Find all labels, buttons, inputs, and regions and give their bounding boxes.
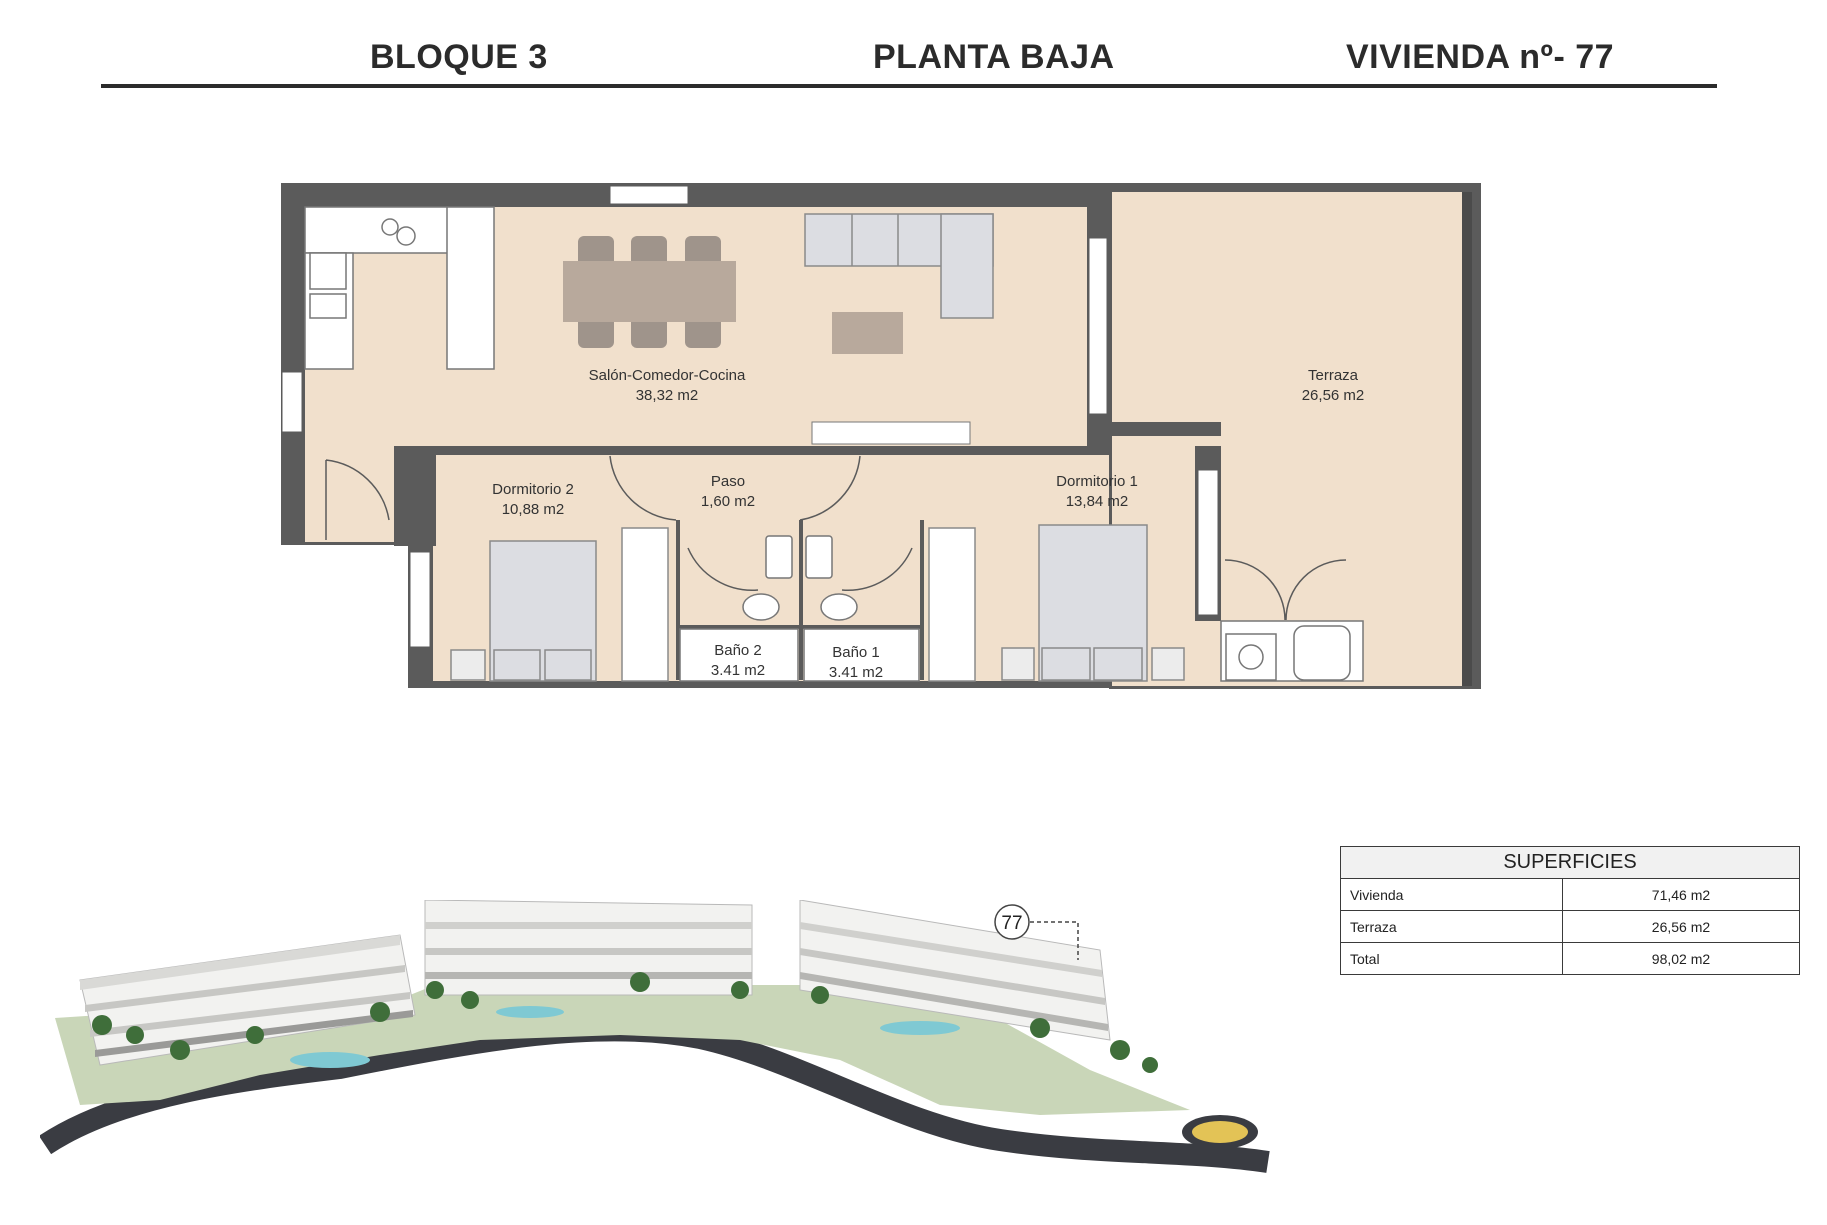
pool (290, 1052, 370, 1068)
room-area-bedroom2: 10,88 m2 (502, 501, 565, 518)
surfaces-table: SUPERFICIES Vivienda 71,46 m2 Terraza 26… (1340, 846, 1801, 975)
surfaces-title: SUPERFICIES (1340, 846, 1800, 879)
pool (880, 1021, 960, 1035)
surface-value: 71,46 m2 (1561, 878, 1801, 911)
palm-trees (92, 972, 1158, 1073)
table-row: Terraza 26,56 m2 (1340, 910, 1801, 943)
tv-unit (811, 421, 971, 445)
surface-label: Total (1340, 942, 1563, 975)
floor-plan: Salón-Comedor-Cocina 38,32 m2 Terraza 26… (281, 183, 1481, 689)
kitchen (304, 206, 495, 370)
building-middle (424, 900, 753, 996)
room-area-terrace: 26,56 m2 (1302, 387, 1365, 404)
room-area-bath2: 3.41 m2 (711, 662, 765, 679)
coffee-table (832, 312, 903, 354)
room-area-bedroom1: 13,84 m2 (1066, 493, 1129, 510)
aerial-view: 77 (40, 900, 1270, 1180)
unit-marker (994, 904, 1030, 940)
bedroom-1-furniture (928, 524, 1185, 682)
room-label-bath1: Baño 1 (832, 644, 880, 661)
room-area-living: 38,32 m2 (636, 387, 699, 404)
header-unit: VIVIENDA nº- 77 (1346, 38, 1615, 76)
bedroom-2-furniture (450, 527, 669, 682)
table-row: Total 98,02 m2 (1340, 942, 1801, 975)
sofa (804, 213, 994, 319)
bath-fixtures (679, 535, 920, 682)
doors (325, 455, 1347, 621)
building-right (799, 900, 1111, 1041)
room-label-terrace: Terraza (1308, 367, 1359, 384)
room-label-bedroom1: Dormitorio 1 (1056, 473, 1138, 490)
room-label-hall: Paso (711, 473, 745, 490)
header-block: BLOQUE 3 (370, 38, 548, 76)
room-area-hall: 1,60 m2 (701, 493, 755, 510)
laundry (1220, 620, 1364, 682)
pool (496, 1006, 564, 1018)
surface-value: 98,02 m2 (1561, 942, 1801, 975)
room-label-bath2: Baño 2 (714, 642, 762, 659)
unit-marker-label: 77 (1001, 913, 1022, 934)
dining-set (563, 236, 736, 348)
surface-value: 26,56 m2 (1561, 910, 1801, 943)
header-floor: PLANTA BAJA (873, 38, 1115, 76)
surface-label: Terraza (1340, 910, 1563, 943)
header-rule (101, 84, 1717, 88)
table-row: Vivienda 71,46 m2 (1340, 878, 1801, 911)
surface-label: Vivienda (1340, 878, 1563, 911)
room-area-bath1: 3.41 m2 (829, 664, 883, 681)
room-label-living: Salón-Comedor-Cocina (589, 367, 746, 384)
room-label-bedroom2: Dormitorio 2 (492, 481, 574, 498)
